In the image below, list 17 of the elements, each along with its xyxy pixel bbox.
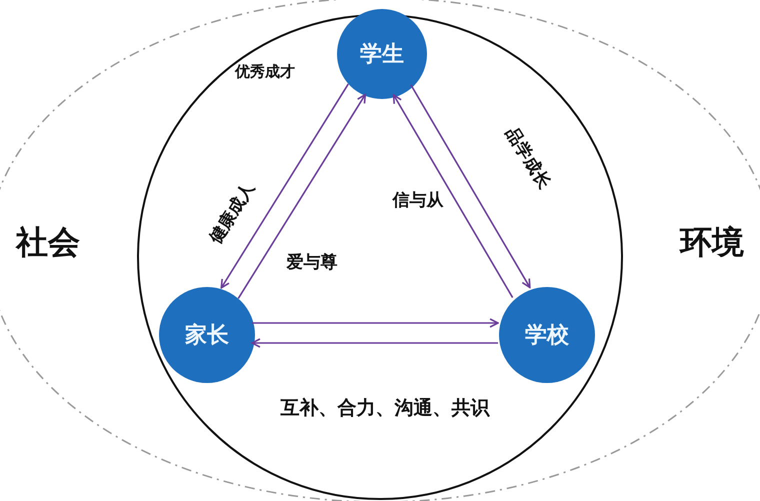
arrow xyxy=(410,84,531,288)
relation-label: 品学成长 xyxy=(500,123,556,193)
relation-label: 信与从 xyxy=(392,190,444,212)
side-label: 环境 xyxy=(680,222,744,263)
arrow xyxy=(251,338,498,348)
relation-label: 健康成人 xyxy=(204,178,260,248)
arrow xyxy=(238,94,366,299)
role-circle: 学生 xyxy=(337,9,427,99)
relation-label: 互补、合力、沟通、共识 xyxy=(280,396,490,421)
relation-label: 优秀成才 xyxy=(235,62,295,82)
role-circle: 学校 xyxy=(499,287,595,383)
side-label: 社会 xyxy=(16,222,80,263)
relation-label: 爱与尊 xyxy=(286,252,338,274)
arrow xyxy=(252,318,499,328)
arrow xyxy=(392,94,514,298)
role-circle: 家长 xyxy=(159,287,255,383)
arrow xyxy=(220,84,349,289)
